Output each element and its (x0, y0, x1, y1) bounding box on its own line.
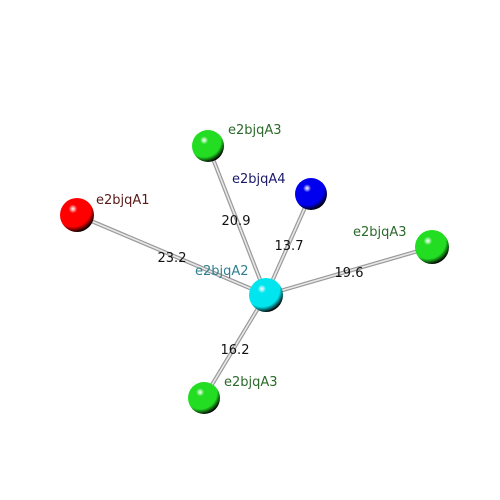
node-labels-layer: e2bjqA2 e2bjqA1 e2bjqA3 e2bjqA4 e2bjqA3 e2bjq… (96, 123, 407, 390)
edge-line (265, 193, 312, 296)
center-node-sphere (249, 278, 283, 312)
center-node-label: e2bjqA2 (195, 264, 249, 279)
node-sphere-a3-top (192, 130, 224, 162)
node-sphere-a3-right (415, 230, 449, 264)
edge-line (76, 214, 267, 296)
node-sphere-a4 (295, 178, 327, 210)
edge-distance-label: 19.6 (335, 266, 364, 281)
edge-labels-layer: 23.2 20.9 13.7 19.6 16.2 (158, 214, 364, 358)
edge-line (207, 145, 267, 296)
edge-line (265, 246, 433, 296)
edge-line (203, 294, 267, 399)
node-label-a3-bottom: e2bjqA3 (224, 375, 278, 390)
node-sphere-a1 (60, 198, 94, 232)
node-sphere-a3-bottom (188, 382, 220, 414)
edge-distance-label: 13.7 (275, 239, 304, 254)
edges-layer (75, 144, 434, 400)
node-label-a3-right: e2bjqA3 (353, 225, 407, 240)
edge-distance-label: 16.2 (221, 343, 250, 358)
node-label-a3-top: e2bjqA3 (228, 123, 282, 138)
edge-distance-label: 20.9 (222, 214, 251, 229)
edge-distance-label: 23.2 (158, 251, 187, 266)
node-label-a1: e2bjqA1 (96, 193, 150, 208)
nodes-layer (60, 130, 449, 414)
node-label-a4: e2bjqA4 (232, 172, 286, 187)
